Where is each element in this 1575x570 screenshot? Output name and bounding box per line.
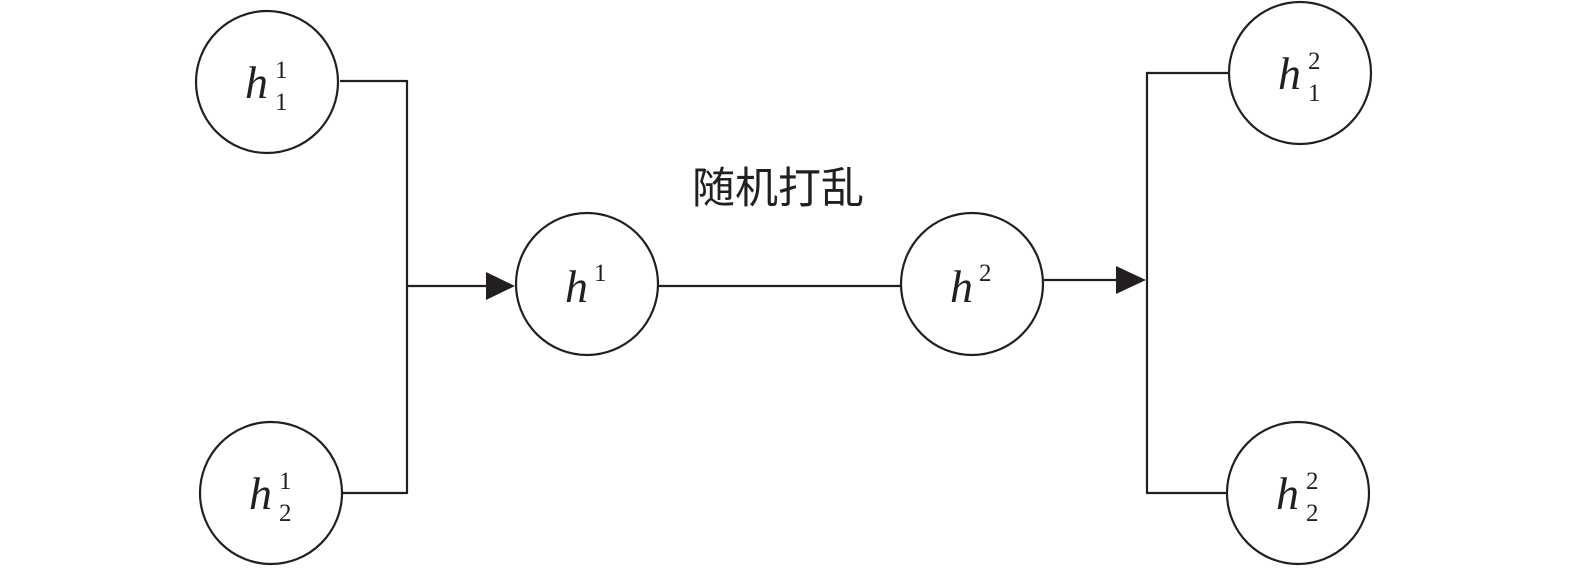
node-label: h	[950, 261, 973, 312]
node-symbol: h	[950, 261, 973, 312]
node-superscript: 1	[279, 468, 292, 495]
node-subscript: 2	[1306, 500, 1319, 527]
node-superscript: 2	[1306, 468, 1319, 495]
node-circle	[514, 211, 660, 357]
node-symbol: h	[245, 57, 268, 108]
node-superscript: 1	[275, 57, 288, 84]
shuffle-caption: 随机打乱	[692, 164, 864, 214]
node-superscript: 2	[1308, 48, 1321, 75]
node-symbol: h	[1276, 468, 1299, 519]
node-circle	[1225, 420, 1371, 566]
node-superscript: 1	[594, 260, 607, 287]
node-circle	[198, 420, 344, 566]
node-label: h	[245, 57, 268, 108]
node-label: h	[1276, 468, 1299, 519]
node-circle	[899, 211, 1045, 357]
node-label: h	[565, 261, 588, 312]
node-subscript: 1	[1308, 80, 1321, 107]
node-circle	[194, 9, 340, 155]
node-subscript: 1	[275, 89, 288, 116]
node-superscript: 2	[979, 260, 992, 287]
node-symbol: h	[249, 468, 272, 519]
node-symbol: h	[565, 261, 588, 312]
node-symbol: h	[1278, 48, 1301, 99]
node-h2-1: h 2 1	[1227, 0, 1373, 146]
right-split-connector	[1044, 71, 1229, 495]
node-h2: h 2	[899, 211, 1045, 357]
node-h1-2: h 1 2	[198, 420, 344, 566]
node-h1-1: h 1 1	[194, 9, 340, 155]
node-subscript: 2	[279, 500, 292, 527]
arrow-head-to-h1	[486, 272, 515, 300]
node-circle	[1227, 0, 1373, 146]
node-label: h	[1278, 48, 1301, 99]
node-label: h	[249, 468, 272, 519]
left-merge-connector	[340, 79, 515, 495]
arrow-head-to-right-bus	[1116, 266, 1146, 294]
node-h2-2: h 2 2	[1225, 420, 1371, 566]
node-h1: h 1	[514, 211, 660, 357]
